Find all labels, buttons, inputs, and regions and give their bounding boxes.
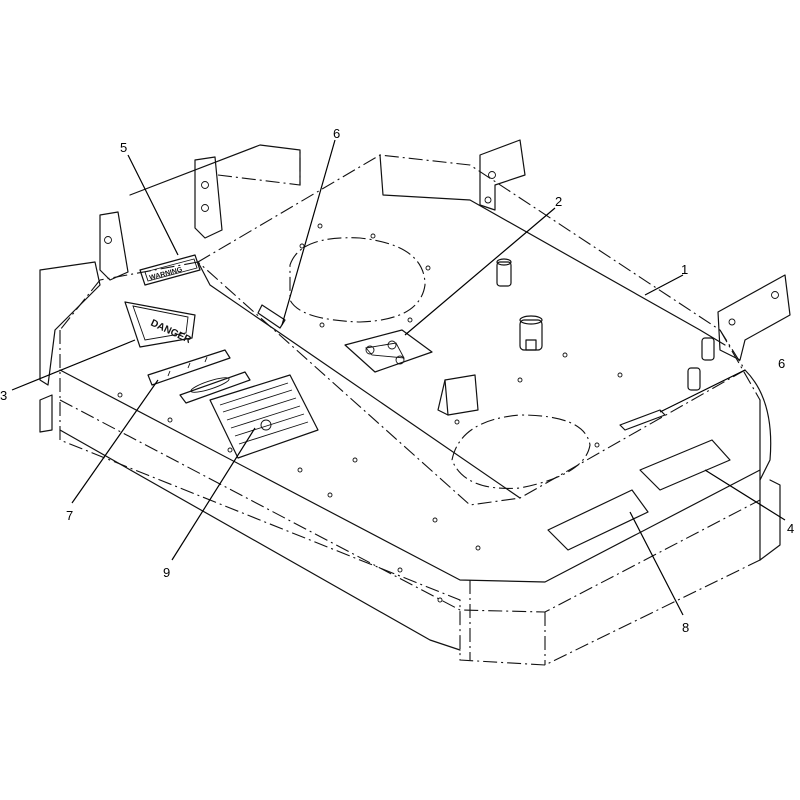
leader-6b bbox=[659, 369, 746, 413]
callouts: 1 2 3 4 5 6 6 7 8 9 bbox=[0, 126, 794, 635]
leader-6a bbox=[281, 139, 336, 326]
callout-9: 9 bbox=[163, 565, 170, 580]
callout-6-right: 6 bbox=[778, 356, 785, 371]
leader-3 bbox=[11, 339, 136, 391]
callout-1: 1 bbox=[681, 262, 688, 277]
leader-2 bbox=[404, 207, 556, 336]
callout-8: 8 bbox=[682, 620, 689, 635]
decal-warning: WARNING bbox=[139, 254, 201, 286]
blade-openings bbox=[289, 237, 591, 489]
decal-8 bbox=[547, 489, 649, 551]
callout-7: 7 bbox=[66, 508, 73, 523]
mounting-holes bbox=[117, 223, 623, 603]
decal-danger: DANGER bbox=[124, 301, 196, 348]
decals: WARNING DANGER bbox=[124, 254, 731, 551]
decal-height-of-cut bbox=[147, 349, 251, 404]
leader-lines bbox=[11, 139, 786, 616]
leader-1 bbox=[644, 274, 684, 296]
callout-5: 5 bbox=[120, 140, 127, 155]
spindles bbox=[437, 258, 715, 416]
decal-6-right bbox=[619, 409, 666, 431]
callout-4: 4 bbox=[787, 521, 794, 536]
decal-belt-routing bbox=[344, 329, 433, 373]
decal-4 bbox=[639, 439, 731, 491]
leader-5 bbox=[127, 154, 179, 256]
leader-7 bbox=[71, 379, 159, 504]
callout-6-upper: 6 bbox=[333, 126, 340, 141]
callout-2: 2 bbox=[555, 194, 562, 209]
mower-deck bbox=[39, 139, 791, 666]
callout-3: 3 bbox=[0, 388, 7, 403]
leader-8 bbox=[629, 511, 684, 616]
leader-4 bbox=[704, 469, 786, 521]
leader-9 bbox=[171, 427, 256, 561]
decal-safety-instructions bbox=[209, 374, 319, 459]
decal-6-upper bbox=[257, 304, 286, 329]
